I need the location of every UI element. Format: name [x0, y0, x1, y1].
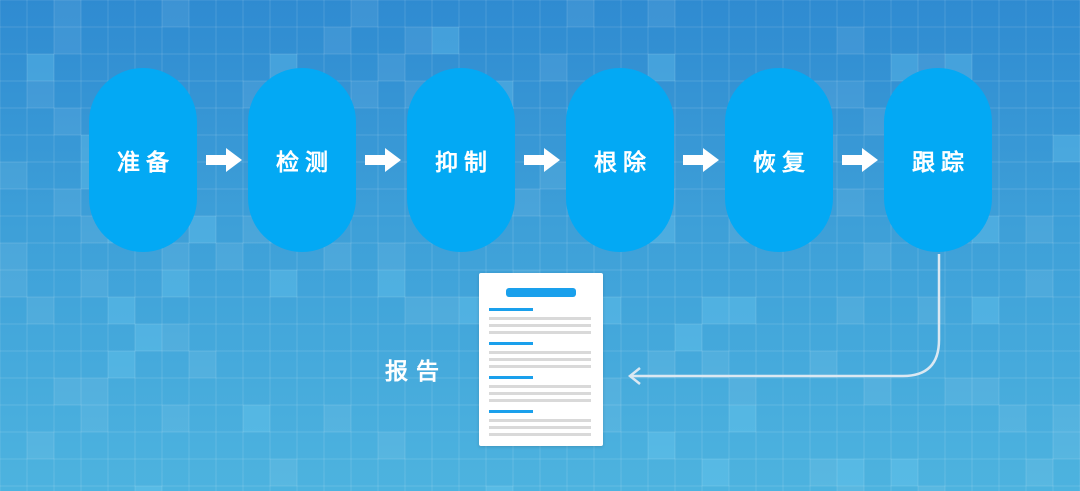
step-contain: 抑制 [407, 68, 515, 252]
doc-text-line [489, 331, 591, 334]
step-eradicate: 根除 [566, 68, 674, 252]
step-detect-label: 检测 [276, 150, 334, 176]
step-detect: 检测 [248, 68, 356, 252]
doc-text-line [489, 351, 591, 354]
arrow-right-icon [206, 148, 242, 172]
arrow-right-icon [365, 148, 401, 172]
step-track-label: 跟踪 [912, 150, 970, 176]
doc-text-line [489, 385, 591, 388]
step-prepare-label: 准备 [117, 150, 175, 176]
step-eradicate-label: 根除 [594, 150, 652, 176]
report-label: 报告 [385, 359, 447, 385]
arrow-right-icon [524, 148, 560, 172]
doc-text-line [489, 317, 591, 320]
doc-heading-line [489, 376, 533, 379]
step-contain-label: 抑制 [435, 150, 493, 176]
doc-heading-line [489, 342, 533, 345]
report-document-icon [479, 273, 603, 446]
step-track: 跟踪 [884, 68, 992, 252]
step-prepare: 准备 [89, 68, 197, 252]
arrow-right-icon [683, 148, 719, 172]
doc-text-line [489, 365, 591, 368]
doc-heading-line [489, 308, 533, 311]
doc-text-line [489, 433, 591, 436]
doc-text-line [489, 392, 591, 395]
doc-text-line [489, 399, 591, 402]
doc-text-line [489, 358, 591, 361]
step-recover: 恢复 [725, 68, 833, 252]
doc-text-line [489, 426, 591, 429]
doc-text-line [489, 324, 591, 327]
doc-title-bar [506, 288, 576, 297]
doc-heading-line [489, 410, 533, 413]
doc-text-line [489, 419, 591, 422]
arrow-right-icon [842, 148, 878, 172]
step-recover-label: 恢复 [753, 150, 811, 176]
